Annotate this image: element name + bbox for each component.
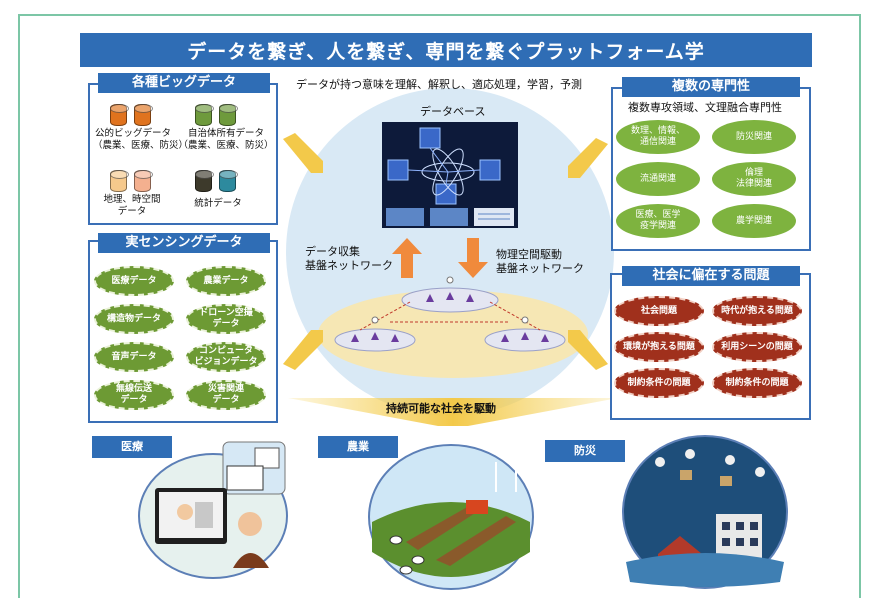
social-issue-item: 利用シーンの問題 <box>712 332 802 362</box>
expert-item: 農学関連 <box>712 204 796 238</box>
bigdata-title: 各種ビッグデータ <box>98 73 270 93</box>
sensing-title: 実センシングデータ <box>98 233 270 253</box>
sensing-item: 災害関連データ <box>186 380 266 410</box>
down-arrow <box>458 238 488 278</box>
sensing-item: 無線伝送データ <box>94 380 174 410</box>
database-cylinder-icon <box>219 104 238 126</box>
database-cylinder-icon <box>110 170 129 192</box>
database-cylinder-icon <box>134 170 153 192</box>
social-issue-item: 環境が抱える問題 <box>614 332 704 362</box>
arrow-expert-in <box>568 138 608 178</box>
arrow-sensing-in <box>283 330 323 370</box>
agriculture-illustration <box>368 444 534 590</box>
social-title: 社会に偏在する問題 <box>622 266 800 286</box>
social-issue-item: 制約条件の問題 <box>614 368 704 398</box>
expert-item: 医療、医学疫学関連 <box>616 204 700 238</box>
expert-title: 複数の専門性 <box>622 77 800 97</box>
database-cylinder-icon <box>134 104 153 126</box>
domain-tag-medical: 医療 <box>92 436 172 458</box>
sensing-item: ドローン空撮データ <box>186 304 266 334</box>
sensing-item: 音声データ <box>94 342 174 372</box>
bigdata-item-label: 公的ビッグデータ（農業、医療、防災） <box>93 128 189 151</box>
expert-subtitle: 複数専攻領域、文理融合専門性 <box>628 101 782 114</box>
up-arrow <box>392 238 422 278</box>
medical-illustration <box>138 441 288 579</box>
sensing-item: 農業データ <box>186 266 266 296</box>
database-graphic <box>382 122 518 228</box>
sensing-item: 医療データ <box>94 266 174 296</box>
social-issue-item: 時代が抱える問題 <box>712 296 802 326</box>
collection-network-label: データ収集基盤ネットワーク <box>305 245 393 272</box>
domain-tag-agri: 農業 <box>318 436 398 458</box>
sustainable-arrow <box>288 398 618 426</box>
bigdata-item-label: 統計データ <box>194 198 242 209</box>
arrow-bigdata-in <box>283 133 323 173</box>
domain-tag-disaster: 防災 <box>545 440 625 462</box>
database-label: データベース <box>420 105 486 118</box>
expert-item: 数理、情報、通信関連 <box>616 120 700 154</box>
sensing-item: コンピュータビジョンデータ <box>186 342 266 372</box>
physical-network-label: 物理空間駆動基盤ネットワーク <box>496 248 584 275</box>
database-cylinder-icon <box>219 170 238 192</box>
disaster-illustration <box>622 435 788 589</box>
database-cylinder-icon <box>110 104 129 126</box>
expert-item: 倫理法律関連 <box>712 162 796 196</box>
bigdata-item-label: 自治体所有データ（農業、医療、防災） <box>178 128 274 151</box>
social-issue-item: 制約条件の問題 <box>712 368 802 398</box>
expert-item: 流通関連 <box>616 162 700 196</box>
sustainable-label: 持続可能な社会を駆動 <box>386 402 496 415</box>
social-issue-item: 社会問題 <box>614 296 704 326</box>
sensing-item: 構造物データ <box>94 304 174 334</box>
database-cylinder-icon <box>195 104 214 126</box>
center-top-text: データが持つ意味を理解、解釈し、適応処理，学習，予測 <box>296 78 582 91</box>
expert-item: 防災関連 <box>712 120 796 154</box>
bigdata-item-label: 地理、時空間データ <box>103 194 161 217</box>
network-nodes-graphic <box>334 276 566 352</box>
banner-title: データを繋ぎ、人を繋ぎ、専門を繋ぐプラットフォーム学 <box>80 33 812 67</box>
arrow-social-in <box>568 330 608 370</box>
database-cylinder-icon <box>195 170 214 192</box>
